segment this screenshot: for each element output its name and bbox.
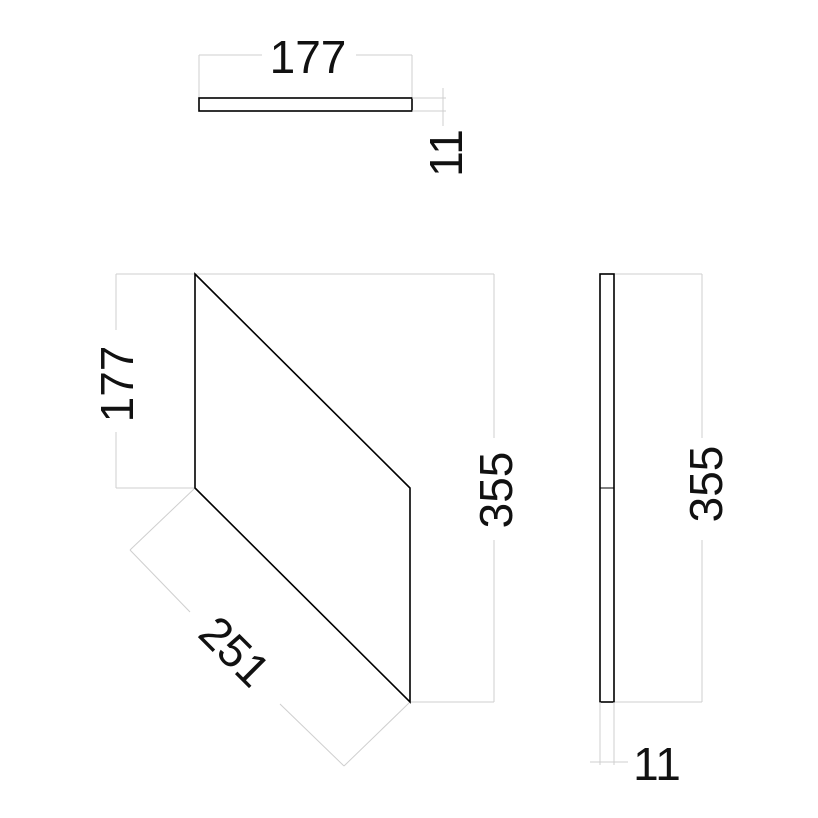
top-view-plank [198, 97, 413, 112]
side-height-label: 355 [680, 446, 732, 523]
front-view-panel [194, 272, 411, 704]
front-diag-dim-line-a [129, 549, 191, 613]
front-total-height-label: 355 [470, 452, 522, 529]
front-diag-dim-line-b [279, 703, 345, 767]
top-view: 177 11 [198, 31, 472, 177]
front-diag-ext-b [343, 701, 411, 767]
top-thickness-label: 11 [420, 129, 472, 177]
top-width-label: 177 [270, 31, 347, 83]
side-view: 355 11 [590, 273, 732, 790]
side-thickness-label: 11 [633, 738, 681, 790]
front-diagonal-label: 251 [189, 606, 280, 697]
front-diag-ext-a [129, 487, 196, 551]
front-height-label: 177 [91, 346, 143, 423]
front-view: 177 355 251 [91, 272, 522, 767]
